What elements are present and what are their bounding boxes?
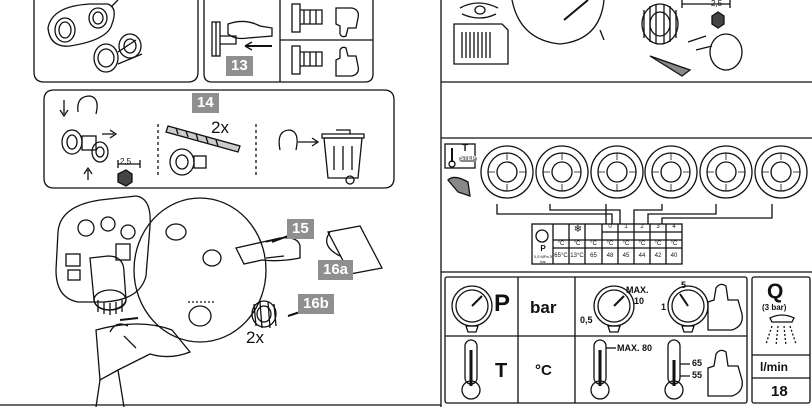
- table-unit-cell: °C: [590, 241, 597, 247]
- table-unit-cell: °C: [654, 241, 662, 247]
- recommended-temperature-max: 65: [692, 358, 703, 368]
- recommended-temperature-min: 55: [692, 370, 703, 380]
- recommended-pressure-max: 5: [681, 280, 687, 290]
- table-value-cell: 40: [670, 253, 678, 259]
- step-15-tag: 15: [287, 219, 314, 239]
- table-value-cell: 65°C: [554, 253, 568, 259]
- quantity-label: 2x: [211, 118, 229, 137]
- table-header-cell: 4: [672, 224, 676, 230]
- t-step-badge: STEP: [459, 156, 477, 162]
- flow-pressure-note: (3 bar): [762, 303, 787, 312]
- table-value-cell: 42: [654, 253, 662, 259]
- snowflake-icon: ❄: [573, 224, 583, 235]
- table-value-cell: 44: [638, 253, 646, 259]
- max-temperature-label: MAX. 80: [617, 343, 653, 353]
- step-16a-tag: 16a: [318, 260, 354, 280]
- pressure-unit: bar: [530, 298, 557, 317]
- flow-unit: l/min: [760, 360, 789, 374]
- min-pressure-value: 0,5: [580, 315, 593, 325]
- step-14-tag: 14: [192, 93, 219, 113]
- step-16b-tag: 16b: [298, 294, 334, 314]
- table-value-cell: 45: [622, 253, 630, 259]
- table-value-cell: 65: [590, 253, 597, 259]
- flow-value: 18: [771, 383, 788, 400]
- dimension-label: 2,5: [711, 0, 723, 8]
- pressure-letter: P: [494, 290, 511, 317]
- table-unit-cell: °C: [638, 241, 646, 247]
- table-header-cell: 1: [624, 224, 628, 230]
- dimension-label: 2,5: [120, 157, 132, 166]
- step-13-tag: 13: [226, 56, 253, 76]
- quantity-label: 2x: [246, 328, 264, 347]
- table-header-cell: 2: [640, 224, 644, 230]
- table-header-cell: 0: [608, 224, 612, 230]
- table-header-cell: 3: [656, 224, 660, 230]
- temperature-letter: T: [495, 360, 508, 382]
- table-unit-cell: °C: [670, 241, 678, 247]
- temperature-unit: °C: [535, 362, 552, 379]
- table-pressure-label: P: [540, 244, 546, 253]
- table-unit-cell: °C: [606, 241, 614, 247]
- max-pressure-label: MAX.: [626, 285, 649, 295]
- recommended-pressure-min: 1: [661, 302, 667, 312]
- table-value-cell: 13°C: [570, 253, 584, 259]
- table-unit-cell: °C: [557, 241, 565, 247]
- max-pressure-value: 10: [634, 296, 645, 306]
- flow-letter: Q: [767, 280, 784, 303]
- table-value-cell: 48: [606, 253, 614, 259]
- table-pressure-sub: 0,5 MPa 5 bar: [533, 254, 553, 264]
- table-unit-cell: °C: [622, 241, 630, 247]
- t-step-letter: T: [462, 143, 469, 154]
- table-unit-cell: °C: [573, 241, 581, 247]
